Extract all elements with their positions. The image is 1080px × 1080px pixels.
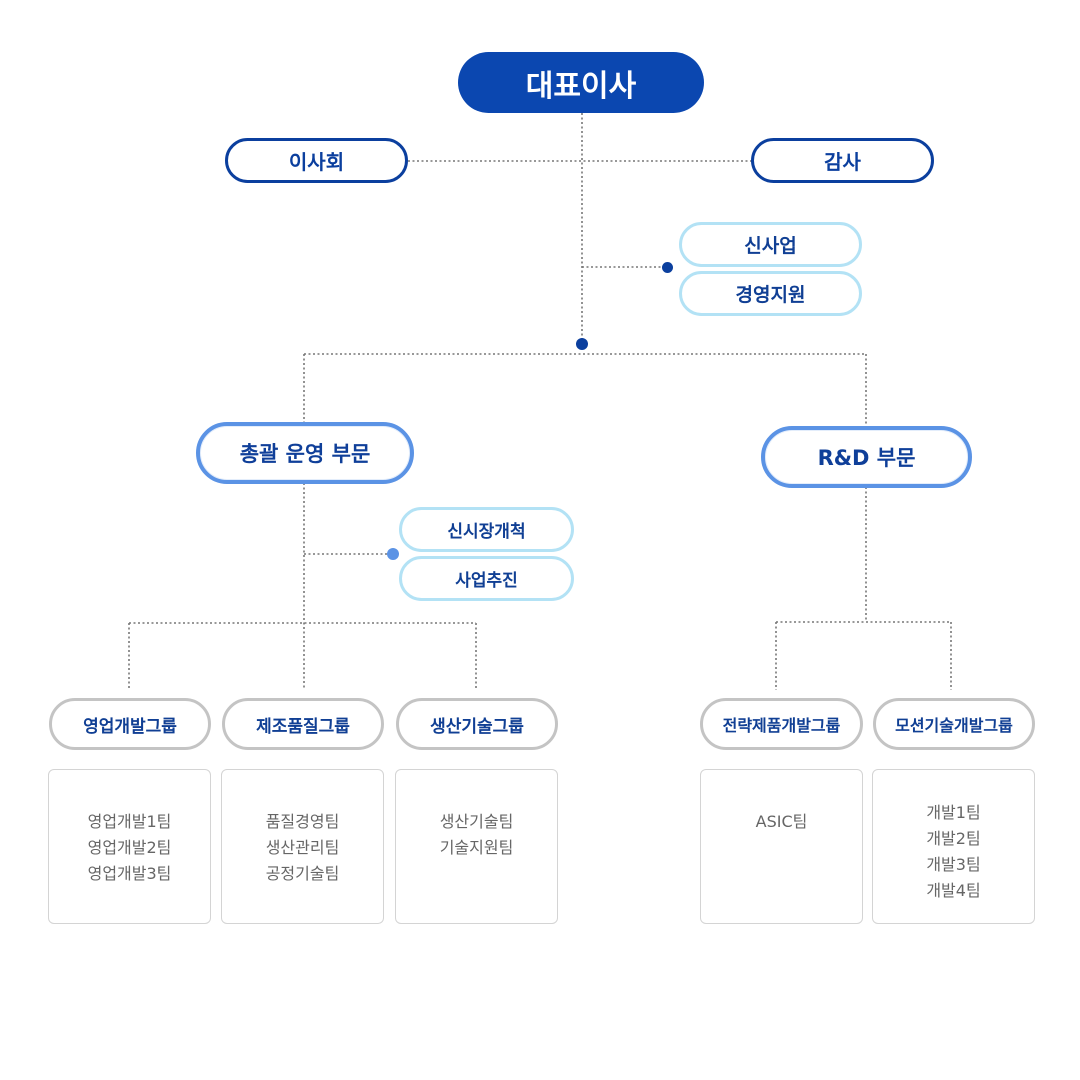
team-item: 영업개발3팀: [87, 864, 172, 883]
team-item: 개발4팀: [926, 881, 981, 900]
audit-node[interactable]: 감사: [751, 138, 934, 183]
team-box-strategic-product-dev: ASIC팀: [700, 769, 863, 924]
group-motion-tech-dev[interactable]: 모션기술개발그룹: [873, 698, 1035, 750]
team-item: 생산기술팀: [439, 812, 514, 831]
divisions-junction-dot: [576, 338, 588, 350]
team-item: 개발1팀: [926, 803, 981, 822]
staff-management-support-node[interactable]: 경영지원: [679, 271, 862, 316]
team-item: ASIC팀: [755, 812, 808, 831]
ops-staff-business-promotion-node[interactable]: 사업추진: [399, 556, 574, 601]
team-item: 개발2팀: [926, 829, 981, 848]
team-item: 생산관리팀: [265, 838, 340, 857]
team-item: 기술지원팀: [439, 838, 514, 857]
ceo-node[interactable]: 대표이사: [458, 52, 704, 113]
rd-division-node[interactable]: R&D 부문: [761, 426, 972, 488]
group-sales-development[interactable]: 영업개발그룹: [49, 698, 211, 750]
team-item: 개발3팀: [926, 855, 981, 874]
staff-junction-dot: [662, 262, 673, 273]
board-node[interactable]: 이사회: [225, 138, 408, 183]
team-item: 영업개발1팀: [87, 812, 172, 831]
staff-new-business-node[interactable]: 신사업: [679, 222, 862, 267]
ops-staff-junction-dot: [387, 548, 399, 560]
team-item: 품질경영팀: [265, 812, 340, 831]
group-strategic-product-dev[interactable]: 전략제품개발그룹: [700, 698, 863, 750]
team-box-manufacturing-quality: 품질경영팀 생산관리팀 공정기술팀: [221, 769, 384, 924]
ops-division-node[interactable]: 총괄 운영 부문: [196, 422, 414, 484]
group-manufacturing-quality[interactable]: 제조품질그룹: [222, 698, 384, 750]
team-item: 영업개발2팀: [87, 838, 172, 857]
team-box-production-technology: 생산기술팀 기술지원팀: [395, 769, 558, 924]
group-production-technology[interactable]: 생산기술그룹: [396, 698, 558, 750]
team-box-motion-tech-dev: 개발1팀 개발2팀 개발3팀 개발4팀: [872, 769, 1035, 924]
team-item: 공정기술팀: [265, 864, 340, 883]
ops-staff-new-market-node[interactable]: 신시장개척: [399, 507, 574, 552]
team-box-sales-development: 영업개발1팀 영업개발2팀 영업개발3팀: [48, 769, 211, 924]
